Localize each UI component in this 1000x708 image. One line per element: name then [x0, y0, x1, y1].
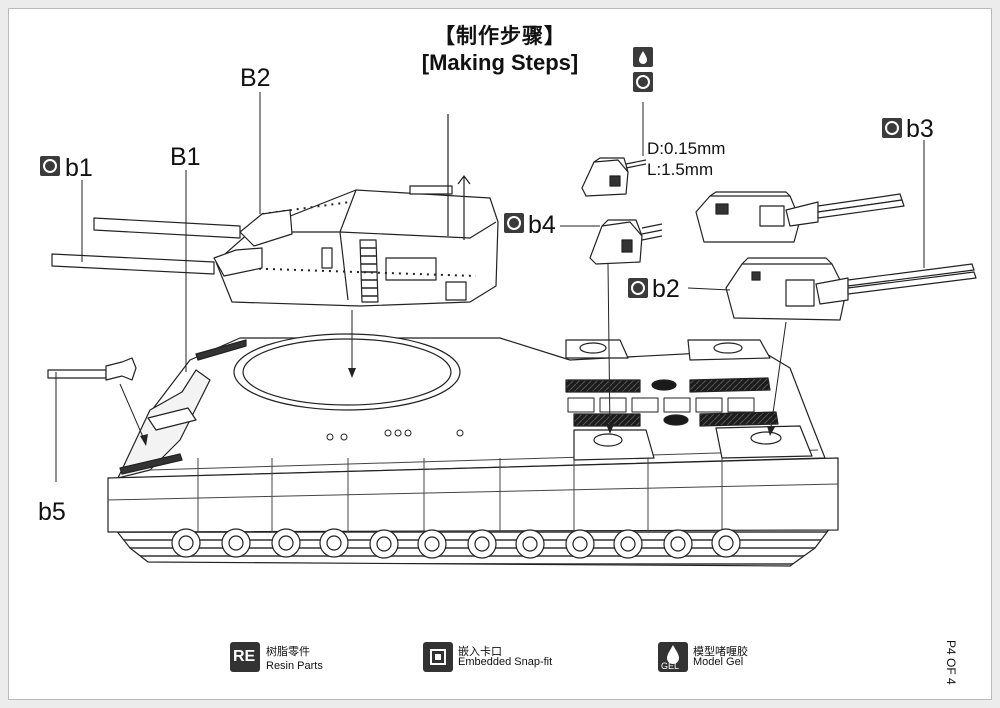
part-b2-turret [725, 257, 977, 321]
embedded-snapfit-icon [423, 642, 453, 672]
model-gel-icon [633, 47, 653, 67]
legend-snapfit-cn: 嵌入卡口 [458, 645, 502, 658]
label-b2: b2 [652, 275, 680, 303]
part-b3-turret [695, 191, 905, 243]
legend-resin-cn: 树脂零件 [266, 645, 310, 658]
legend-snapfit-en: Embedded Snap-fit [458, 656, 553, 668]
part-b4-upper-turret [581, 157, 647, 197]
tank-hull [107, 333, 839, 567]
legend-gel-cn: 模型啫喱胶 [693, 645, 748, 658]
legend-gel-en: Model Gel [693, 656, 744, 668]
spec-diameter: D:0.15mm [647, 139, 726, 158]
label-B1: B1 [170, 143, 201, 171]
embedded-snapfit-icon [504, 213, 524, 233]
label-b5: b5 [38, 498, 66, 526]
embedded-snapfit-icon [633, 72, 653, 92]
road-wheels [171, 528, 741, 559]
spec-length: L:1.5mm [647, 160, 714, 179]
arrowheads [140, 368, 775, 446]
label-b1: b1 [65, 154, 93, 182]
leader-lines [55, 92, 925, 482]
label-b3: b3 [906, 115, 934, 143]
page-number: P4 OF 4 [944, 640, 958, 685]
part-b4-turret [589, 219, 663, 265]
page-title-cn: 【制作步骤】 [434, 24, 566, 48]
page-title-en: [Making Steps] [421, 50, 579, 75]
legend-resin-en: Resin Parts [266, 660, 323, 672]
part-b5-machine-gun [47, 357, 137, 381]
resin-parts-icon: RE [230, 642, 260, 672]
embedded-snapfit-icon [882, 118, 902, 138]
embedded-snapfit-icon [628, 278, 648, 298]
label-b4: b4 [528, 211, 556, 239]
main-turret [51, 114, 499, 307]
label-B2: B2 [240, 64, 271, 92]
embedded-snapfit-icon [40, 156, 60, 176]
model-gel-icon: GEL [658, 642, 688, 672]
